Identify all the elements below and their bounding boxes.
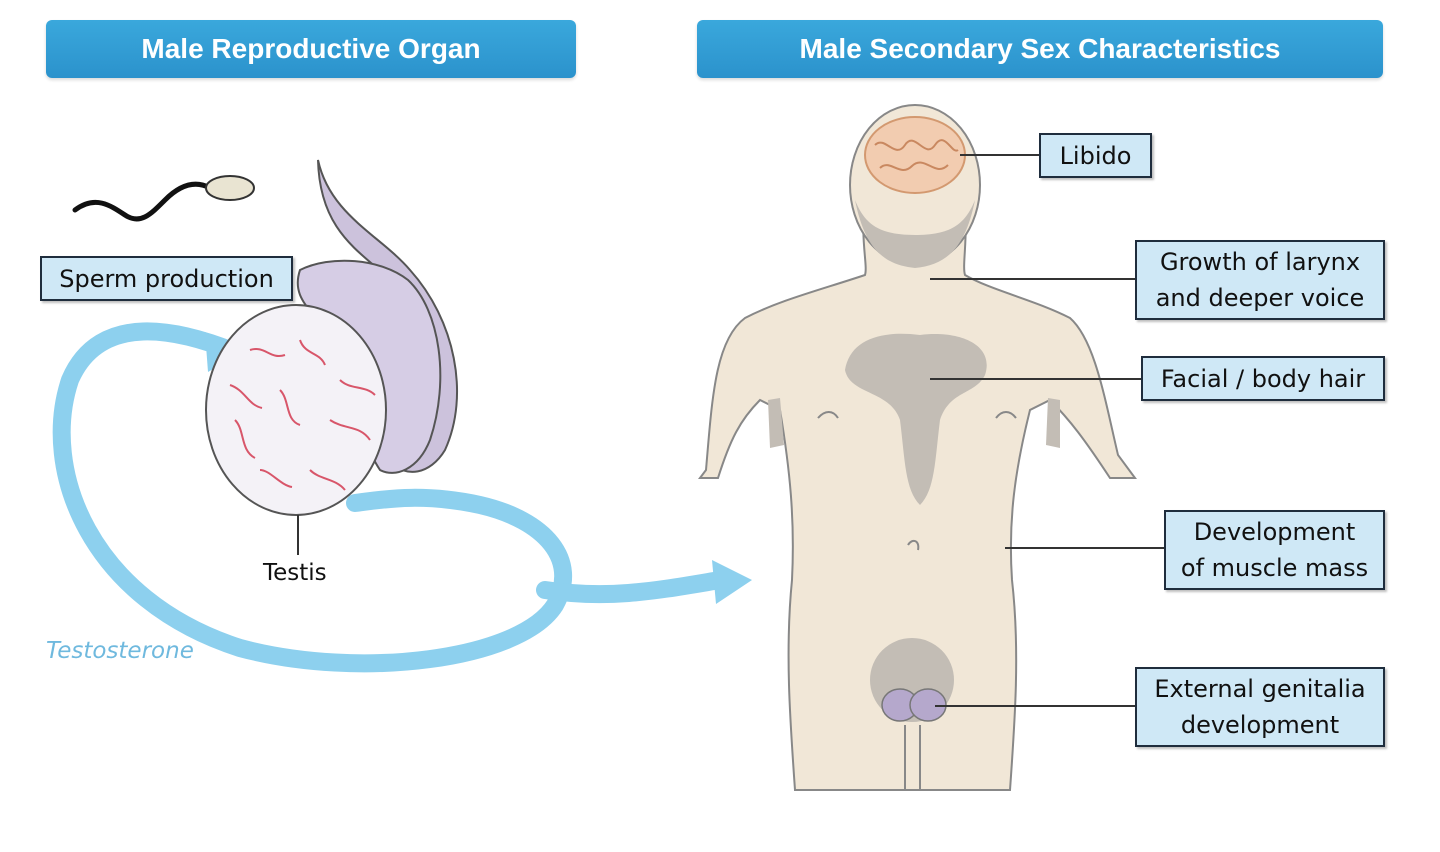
muscle-text-line1: Development: [1193, 518, 1356, 546]
testosterone-label: Testosterone: [46, 638, 194, 664]
genitalia-text-line2: development: [1180, 711, 1340, 739]
muscle-mass-label: Development of muscle mass: [1164, 510, 1385, 590]
male-body-figure: [698, 104, 1137, 791]
sperm-production-text: Sperm production: [59, 264, 274, 293]
genitalia-text-line1: External genitalia: [1154, 675, 1366, 703]
testis-label: Testis: [263, 560, 327, 586]
left-section-header: Male Reproductive Organ: [46, 20, 576, 78]
libido-label: Libido: [1039, 133, 1152, 178]
body-hair-text: Facial / body hair: [1160, 364, 1366, 393]
right-section-header: Male Secondary Sex Characteristics: [697, 20, 1383, 78]
larynx-label: Growth of larynx and deeper voice: [1135, 240, 1385, 320]
testis: [205, 304, 387, 555]
genitalia-label: External genitalia development: [1135, 667, 1385, 747]
muscle-text-line2: of muscle mass: [1180, 554, 1369, 582]
libido-text: Libido: [1059, 141, 1132, 170]
sperm-production-label: Sperm production: [40, 256, 293, 301]
larynx-text-line1: Growth of larynx: [1159, 248, 1361, 276]
larynx-text-line2: and deeper voice: [1155, 284, 1365, 312]
body-hair-label: Facial / body hair: [1141, 356, 1385, 401]
label-leader-lines: [930, 154, 1165, 707]
sperm-icon: [72, 175, 255, 222]
